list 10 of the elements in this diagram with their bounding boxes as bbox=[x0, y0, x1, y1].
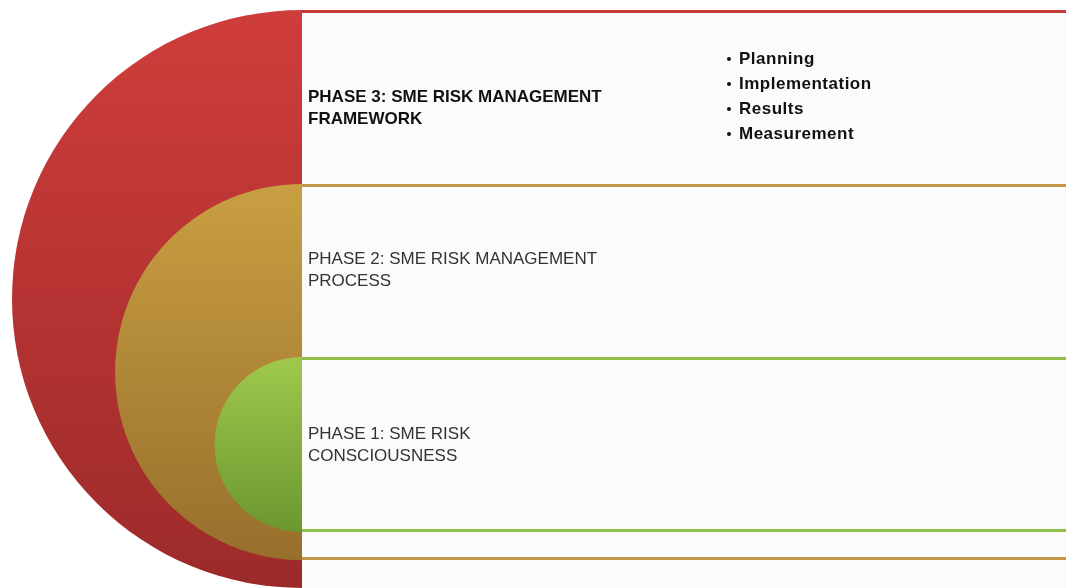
phase-title: PHASE 2: SME RISK MANAGEMENT PROCESS bbox=[308, 248, 598, 292]
phase-band bbox=[215, 357, 1066, 532]
phase-band bbox=[12, 10, 1066, 588]
bullet-item: Measurement bbox=[725, 121, 872, 146]
bullet-item: Results bbox=[725, 96, 872, 121]
phase-title: PHASE 1: SME RISK CONSCIOUSNESS bbox=[308, 423, 472, 467]
phase-band bbox=[115, 184, 1066, 560]
bullet-item: Planning bbox=[725, 46, 872, 71]
bullet-item: Implementation bbox=[725, 71, 872, 96]
phase-title: PHASE 3: SME RISK MANAGEMENT FRAMEWORK bbox=[308, 86, 603, 130]
